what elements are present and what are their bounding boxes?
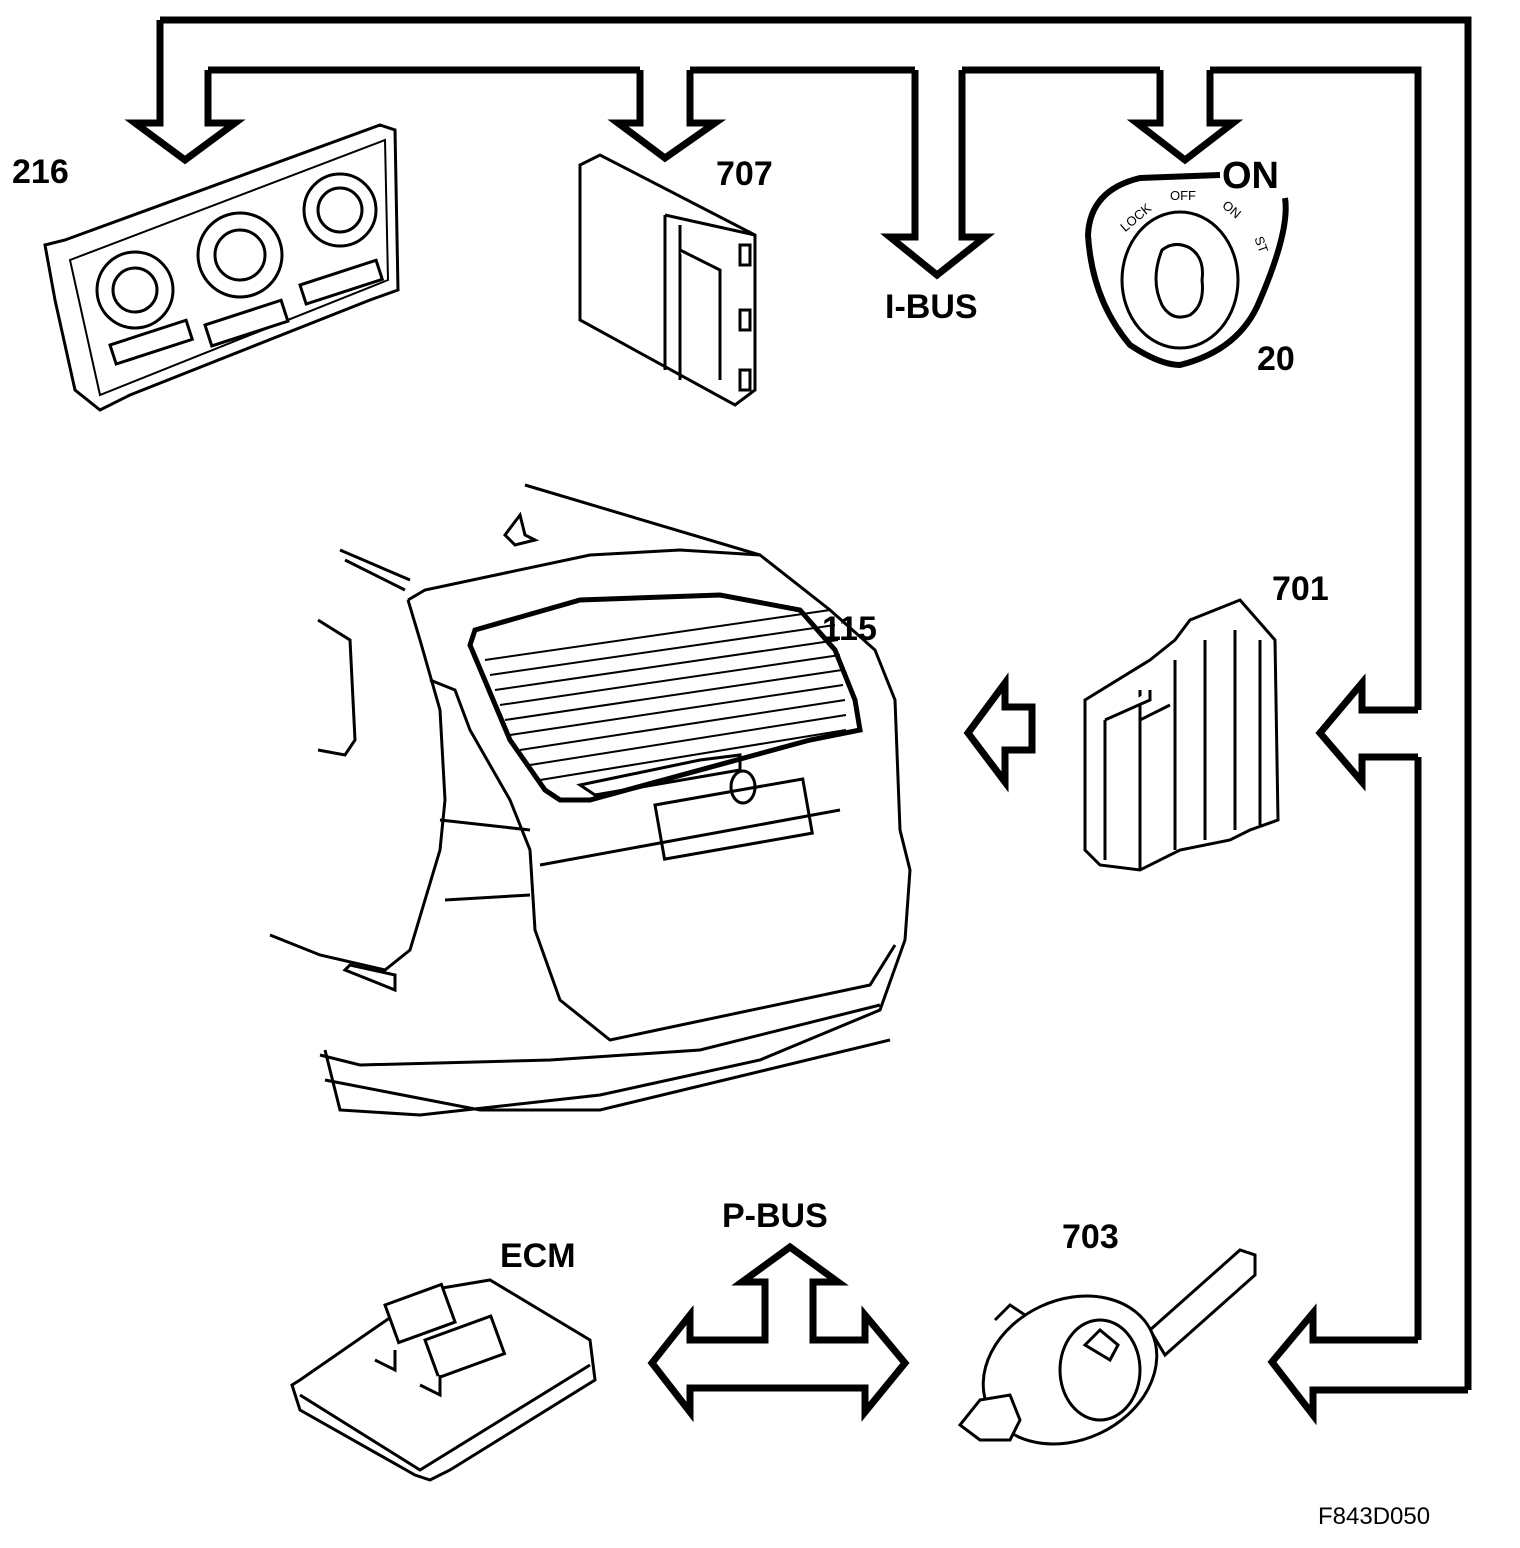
arrow-down-ibus: [880, 70, 996, 280]
component-label-701: 701: [1272, 570, 1329, 608]
ignition-switch-20: [1084, 172, 1289, 369]
climate-control-panel-216: [43, 123, 400, 412]
ignition-on-highlight: ON: [1222, 155, 1279, 197]
bus-line-inner-top: [208, 66, 1422, 710]
component-label-ecm: ECM: [500, 1237, 576, 1275]
bus-label-ibus: I-BUS: [885, 288, 978, 326]
arrow-left-703: [1267, 1303, 1468, 1426]
control-module-707: [578, 153, 757, 407]
arrow-pbus: [647, 1242, 910, 1423]
engine-control-module: [290, 1278, 597, 1482]
bus-label-pbus: P-BUS: [722, 1197, 828, 1235]
component-label-707: 707: [716, 155, 773, 193]
figure-reference-code: F843D050: [1318, 1503, 1431, 1530]
fuse-relay-module-701: [1083, 598, 1280, 872]
steering-column-switch-703: [957, 1248, 1257, 1446]
arrow-left-701-out: [963, 672, 1036, 793]
arrow-down-ignition: [1126, 70, 1244, 165]
component-label-703: 703: [1062, 1218, 1119, 1256]
bus-line-outer: [160, 16, 1472, 1390]
ignition-position-off: OFF: [1170, 188, 1196, 203]
component-label-20: 20: [1257, 340, 1295, 378]
arrow-left-701-in: [1315, 673, 1418, 792]
component-label-115: 115: [822, 610, 877, 648]
arrow-down-216: [124, 20, 246, 165]
component-label-216: 216: [12, 153, 69, 191]
arrow-down-707: [607, 70, 727, 163]
vehicle-rear-115: [269, 483, 912, 1117]
